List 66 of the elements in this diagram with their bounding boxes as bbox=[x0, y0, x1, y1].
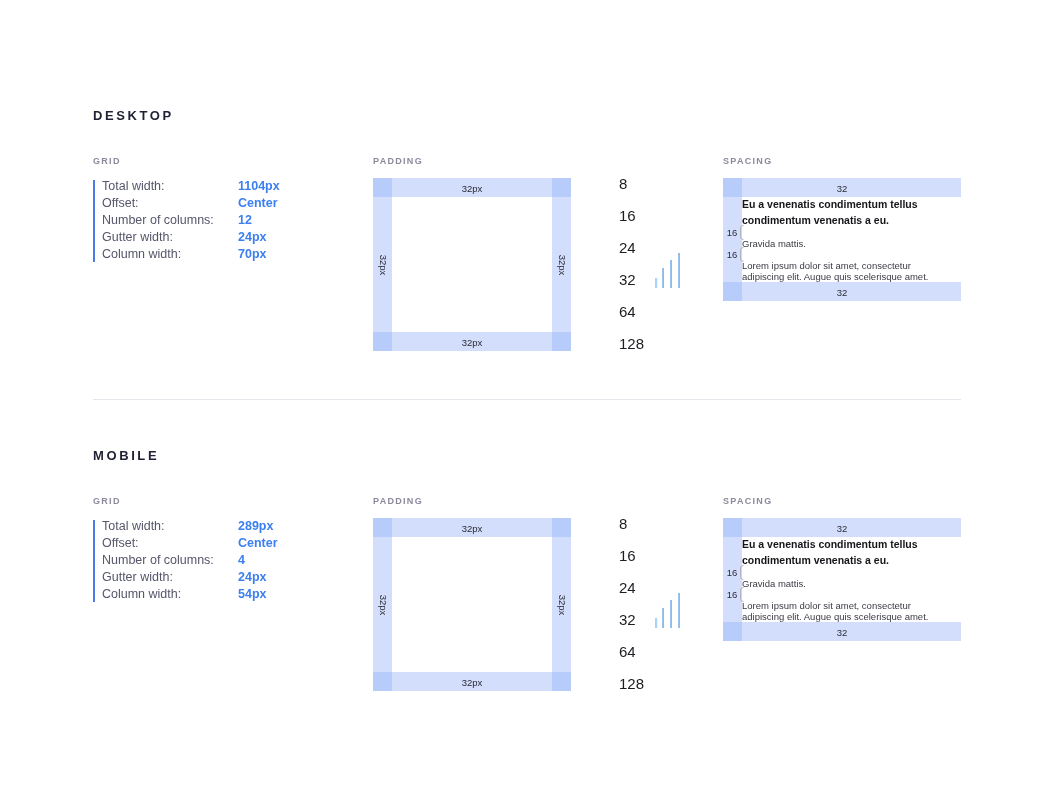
spec-name: Total width: bbox=[102, 178, 165, 194]
dimension-label: 16 bbox=[726, 226, 738, 238]
spacing-scale-value: 16 bbox=[619, 207, 636, 225]
dimension-label: 32 bbox=[836, 182, 848, 193]
section-label: GRID bbox=[93, 495, 121, 507]
sample-text: Lorem ipsum dolor sit amet, consectetur adipiscing elit. Augue quis scelerisque amet. bbox=[742, 259, 930, 282]
dimension-label: 32px bbox=[461, 522, 483, 533]
spacing-scale-value: 8 bbox=[619, 515, 628, 533]
dimension-label: 32px bbox=[377, 594, 388, 615]
spec-name: Offset: bbox=[102, 195, 139, 211]
sample-heading: Eu a venenatis condimentum tellus condimentum venenatis a eu. bbox=[742, 197, 919, 228]
dimension-label: 32 bbox=[836, 522, 848, 533]
spec-value: 24px bbox=[238, 229, 267, 245]
spec-value: 24px bbox=[238, 569, 267, 585]
spacing-scale-value: 32 bbox=[619, 611, 636, 629]
sample-text: Gravida mattis. bbox=[742, 237, 807, 249]
spacing-diagram bbox=[723, 518, 961, 641]
spacing-scale-value: 128 bbox=[619, 675, 645, 693]
padding-diagram bbox=[373, 178, 571, 351]
spec-name: Column width: bbox=[102, 246, 182, 262]
dimension-label: 16 bbox=[726, 566, 738, 578]
spacing-scale-value: 32 bbox=[619, 271, 636, 289]
spec-value: 289px bbox=[238, 518, 274, 534]
sample-heading: Eu a venenatis condimentum tellus condimentum venenatis a eu. bbox=[742, 537, 919, 568]
spec-name: Number of columns: bbox=[102, 552, 214, 568]
spec-name: Number of columns: bbox=[102, 212, 214, 228]
dimension-label: 32px bbox=[556, 254, 567, 275]
section-label: SPACING bbox=[723, 495, 773, 507]
spec-name: Offset: bbox=[102, 535, 139, 551]
spec-name: Gutter width: bbox=[102, 229, 173, 245]
spec-value: 70px bbox=[238, 246, 267, 262]
sample-text: Lorem ipsum dolor sit amet, consectetur adipiscing elit. Augue quis scelerisque amet. bbox=[742, 599, 930, 622]
dimension-label: 32px bbox=[461, 182, 483, 193]
section-label: PADDING bbox=[373, 155, 423, 167]
spacing-diagram bbox=[723, 178, 961, 301]
spec-value: Center bbox=[238, 535, 278, 551]
spacing-scale-value: 64 bbox=[619, 643, 636, 661]
spacing-scale-value: 8 bbox=[619, 175, 628, 193]
spec-name: Column width: bbox=[102, 586, 182, 602]
dimension-label: 32px bbox=[377, 254, 388, 275]
dimension-label: 16 bbox=[726, 588, 738, 600]
spacing-scale-value: 24 bbox=[619, 239, 636, 257]
section-label: PADDING bbox=[373, 495, 423, 507]
spec-value: 54px bbox=[238, 586, 267, 602]
spacing-scale-value: 128 bbox=[619, 335, 645, 353]
sample-text: Gravida mattis. bbox=[742, 577, 807, 589]
section-heading: DESKTOP bbox=[93, 108, 174, 124]
dimension-label: 32px bbox=[461, 676, 483, 687]
padding-diagram bbox=[373, 518, 571, 691]
dimension-label: 32 bbox=[836, 626, 848, 637]
dimension-label: 16 bbox=[726, 248, 738, 260]
spacing-scale-value: 24 bbox=[619, 579, 636, 597]
section-heading: MOBILE bbox=[93, 448, 160, 464]
dimension-label: 32px bbox=[461, 336, 483, 347]
spacing-scale-value: 16 bbox=[619, 547, 636, 565]
spec-name: Gutter width: bbox=[102, 569, 173, 585]
dimension-label: 32 bbox=[836, 286, 848, 297]
spec-name: Total width: bbox=[102, 518, 165, 534]
dimension-label: 32px bbox=[556, 594, 567, 615]
section-label: GRID bbox=[93, 155, 121, 167]
section-label: SPACING bbox=[723, 155, 773, 167]
spec-value: Center bbox=[238, 195, 278, 211]
spacing-scale-value: 64 bbox=[619, 303, 636, 321]
spec-value: 4 bbox=[238, 552, 245, 568]
spec-value: 1104px bbox=[238, 178, 280, 194]
spec-value: 12 bbox=[238, 212, 252, 228]
